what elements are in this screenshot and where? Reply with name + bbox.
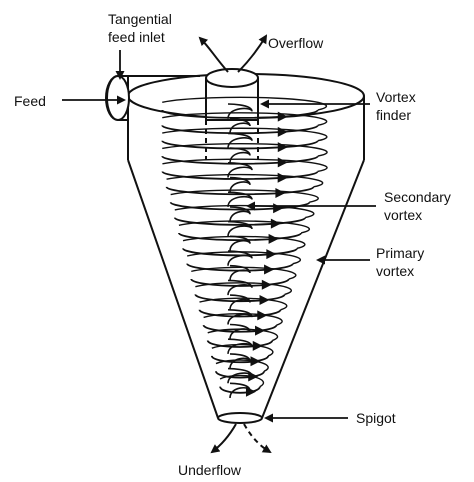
label-underflow: Underflow <box>178 462 242 478</box>
vortex-finder-top <box>206 69 258 87</box>
cone-right-wall <box>262 160 364 418</box>
primary-vortex-arrow <box>266 249 276 259</box>
secondary-vortex-loop <box>230 236 250 251</box>
primary-vortex-turn-back <box>187 252 300 264</box>
label-spigot: Spigot <box>356 410 396 426</box>
cone-left-wall <box>128 160 218 418</box>
primary-vortex-arrow <box>269 234 279 244</box>
primary-vortex-turn-back <box>191 267 296 279</box>
primary-vortex-arrow <box>273 203 283 213</box>
label-tangential-feed-inlet-1: Tangential <box>108 11 172 27</box>
primary-vortex-turn-back <box>167 175 323 187</box>
label-vortex-finder-2: finder <box>376 107 411 123</box>
label-primary-vortex-1: Primary <box>376 245 424 261</box>
label-vortex-finder-1: Vortex <box>376 89 416 105</box>
secondary-vortex-loop <box>228 222 252 237</box>
secondary-vortex-loop <box>228 133 252 148</box>
secondary-vortex-loop <box>230 148 250 163</box>
primary-vortex-arrow <box>271 219 281 229</box>
label-secondary-vortex-1: Secondary <box>384 189 451 205</box>
primary-vortex-arrow <box>278 157 288 167</box>
primary-vortex-turn <box>162 156 318 164</box>
label-secondary-vortex-2: vortex <box>384 207 422 223</box>
primary-vortex-spiral <box>162 97 327 396</box>
primary-vortex-turn-back <box>204 314 283 325</box>
primary-vortex-arrow <box>278 142 288 152</box>
secondary-vortex-loop <box>228 251 252 266</box>
secondary-vortex-loop <box>230 295 250 310</box>
label-overflow: Overflow <box>268 35 324 51</box>
underflow-arrow-left <box>212 424 236 452</box>
primary-vortex-arrow <box>278 173 288 183</box>
vortex-finder <box>206 69 258 160</box>
label-primary-vortex-2: vortex <box>376 263 414 279</box>
spigot-opening <box>218 413 262 423</box>
primary-vortex-turn <box>162 125 318 133</box>
label-tangential-feed-inlet-2: feed inlet <box>108 29 165 45</box>
primary-vortex-turn <box>162 141 318 149</box>
underflow-arrow-right <box>244 424 270 452</box>
primary-vortex-arrow <box>275 188 285 198</box>
overflow-arrow-right <box>238 36 266 72</box>
overflow-arrow-left <box>200 38 228 72</box>
label-feed: Feed <box>14 93 46 109</box>
primary-vortex-arrow <box>278 127 288 137</box>
